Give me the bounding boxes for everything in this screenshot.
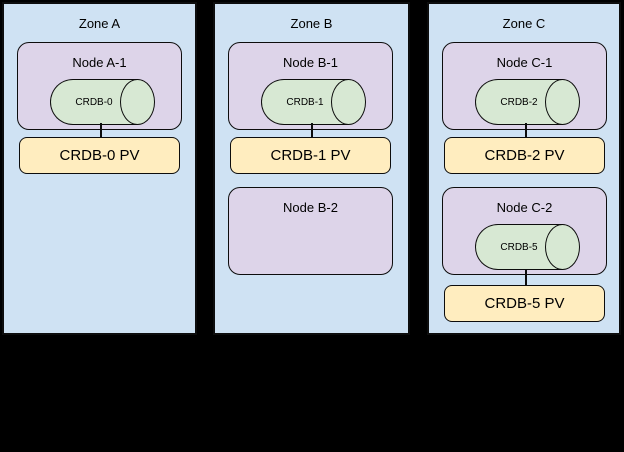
- zone-c-label: Zone C: [502, 16, 546, 31]
- node-b1: Node B-1 CRDB-1: [228, 42, 393, 130]
- node-a1-label: Node A-1: [72, 55, 127, 70]
- pod-to-pv-connector: [525, 269, 527, 285]
- crdb-5-pod-label: CRDB-5: [500, 241, 538, 253]
- cylinder-end-cap: [331, 79, 366, 125]
- crdb-1-pv-box: CRDB-1 PV: [230, 137, 391, 174]
- pod-to-pv-connector: [311, 123, 313, 137]
- crdb-0-pv-box: CRDB-0 PV: [19, 137, 180, 174]
- crdb-5-pv-box: CRDB-5 PV: [444, 285, 605, 322]
- node-a1: Node A-1 CRDB-0: [17, 42, 182, 130]
- node-b1-label: Node B-1: [283, 55, 338, 70]
- node-c2: Node C-2 CRDB-5: [442, 187, 607, 275]
- zone-b: Zone B Node B-1 CRDB-1 CRDB-1 PV Node B-…: [213, 2, 410, 335]
- zone-a-label: Zone A: [78, 16, 121, 31]
- cylinder-end-cap: [120, 79, 155, 125]
- zone-b-label: Zone B: [290, 16, 333, 31]
- node-b2-label: Node B-2: [283, 200, 338, 215]
- crdb-0-pv-label: CRDB-0 PV: [59, 147, 140, 164]
- node-c1: Node C-1 CRDB-2: [442, 42, 607, 130]
- cylinder-end-cap: [545, 79, 580, 125]
- zone-a: Zone A Node A-1 CRDB-0 CRDB-0 PV: [2, 2, 197, 335]
- node-c1-label: Node C-1: [496, 55, 553, 70]
- node-c2-label: Node C-2: [496, 200, 553, 215]
- zone-c: Zone C Node C-1 CRDB-2 CRDB-2 PV Node C-…: [427, 2, 621, 335]
- crdb-2-pv-box: CRDB-2 PV: [444, 137, 605, 174]
- crdb-5-pv-label: CRDB-5 PV: [484, 295, 565, 312]
- crdb-1-pod-label: CRDB-1: [286, 96, 324, 108]
- crdb-5-pod-cylinder: CRDB-5: [475, 224, 580, 270]
- crdb-2-pv-label: CRDB-2 PV: [484, 147, 565, 164]
- crdb-1-pod-cylinder: CRDB-1: [261, 79, 366, 125]
- crdb-0-pod-cylinder: CRDB-0: [50, 79, 155, 125]
- pod-to-pv-connector: [525, 123, 527, 137]
- pod-to-pv-connector: [100, 123, 102, 137]
- crdb-2-pod-label: CRDB-2: [500, 96, 538, 108]
- crdb-1-pv-label: CRDB-1 PV: [270, 147, 351, 164]
- crdb-0-pod-label: CRDB-0: [75, 96, 113, 108]
- cylinder-end-cap: [545, 224, 580, 270]
- crdb-2-pod-cylinder: CRDB-2: [475, 79, 580, 125]
- node-b2: Node B-2: [228, 187, 393, 275]
